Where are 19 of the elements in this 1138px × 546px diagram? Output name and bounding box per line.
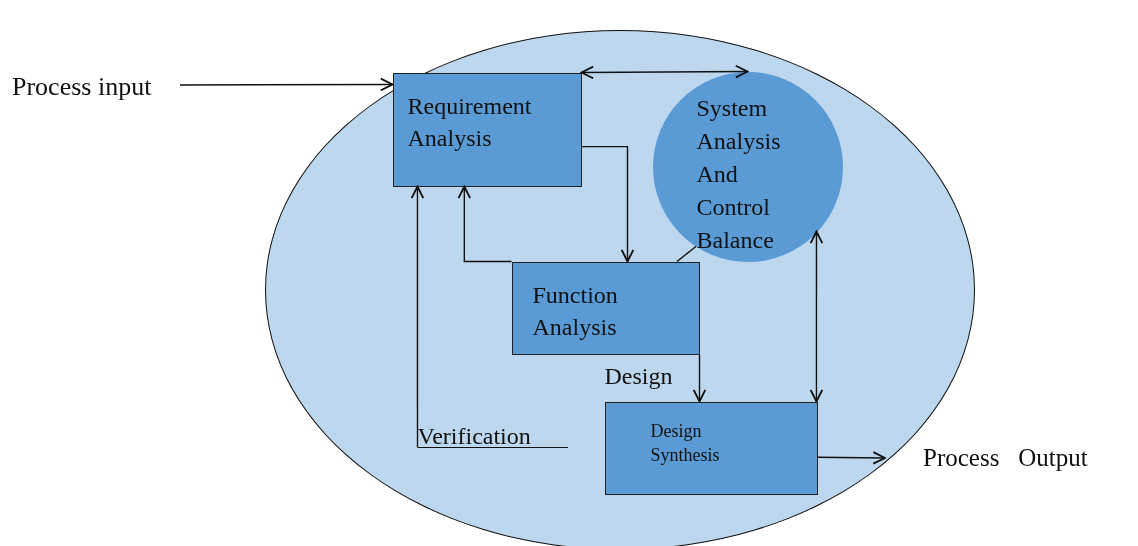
process-box: [604, 401, 818, 495]
connector-line: [676, 245, 697, 263]
text-label: Process Output: [923, 443, 1089, 473]
process-box: [511, 261, 700, 355]
arrow: [692, 353, 707, 403]
arrow: [457, 185, 513, 263]
node-label: Requirement Analysis: [407, 91, 533, 153]
text-label: Verification: [417, 421, 532, 451]
arrow: [580, 64, 749, 80]
text-label: Process input: [12, 71, 153, 103]
arrow: [809, 230, 824, 403]
process-box: [392, 72, 582, 187]
arrow: [816, 451, 886, 465]
arrow: [580, 145, 635, 263]
arrow: [179, 77, 394, 92]
node-label: Function Analysis: [532, 280, 619, 342]
node-label: System Analysis And Control Balance: [696, 93, 782, 255]
node-label: Design Synthesis: [650, 419, 721, 467]
arrow: [410, 185, 425, 449]
